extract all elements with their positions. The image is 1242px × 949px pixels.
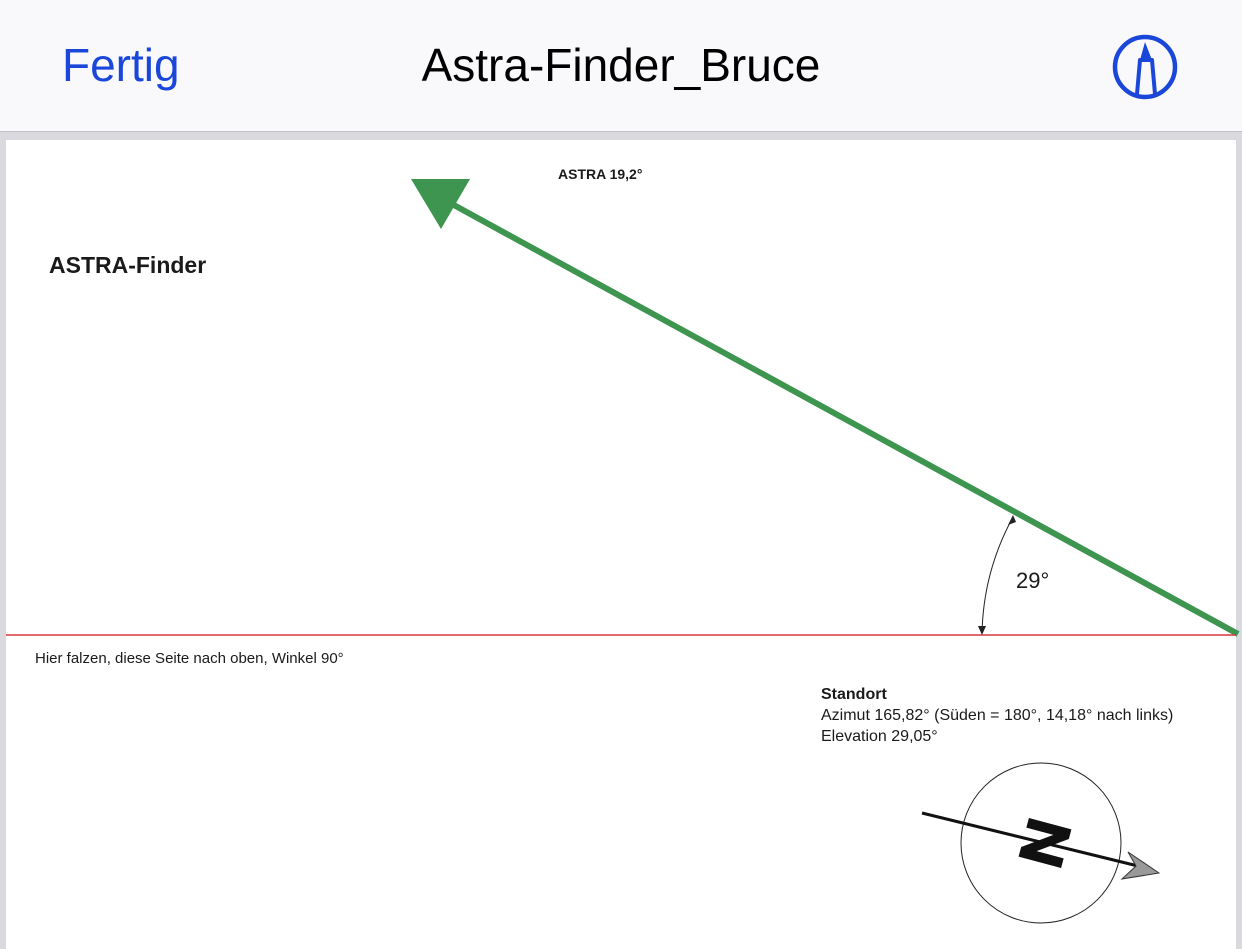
angle-label: 29°	[1016, 568, 1050, 593]
location-title: Standort	[821, 686, 887, 703]
compass-circle	[960, 762, 1122, 924]
satellite-label: ASTRA 19,2°	[558, 166, 643, 182]
fold-instruction: Hier falzen, diese Seite nach oben, Wink…	[35, 650, 344, 667]
satellite-direction-line	[450, 201, 1240, 637]
done-button[interactable]: Fertig	[62, 39, 180, 91]
markup-pen-icon	[1112, 34, 1178, 100]
angle-arrow-bottom	[978, 626, 986, 635]
markup-button[interactable]	[1110, 32, 1180, 102]
location-azimuth: Azimut 165,82° (Süden = 180°, 14,18° nac…	[821, 707, 1174, 724]
location-elevation: Elevation 29,05°	[821, 728, 938, 745]
angle-arrow-top	[1008, 515, 1016, 525]
pdf-page	[6, 140, 1236, 949]
document-heading: ASTRA-Finder	[49, 252, 207, 278]
compass-arrow-line	[921, 811, 1139, 868]
compass-arrowhead	[1120, 851, 1161, 880]
satellite-arrowhead	[411, 179, 470, 229]
angle-arc	[981, 516, 1014, 635]
